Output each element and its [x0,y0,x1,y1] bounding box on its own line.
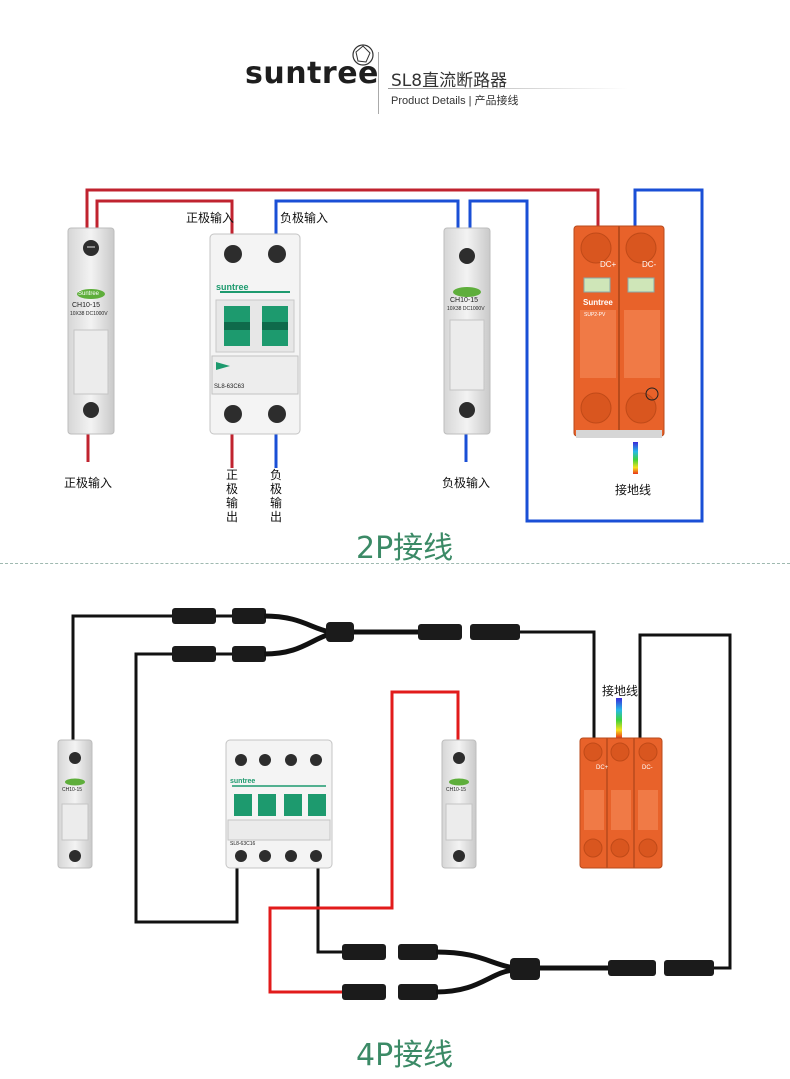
spd-dc-minus-2p: DC- [642,260,657,269]
breaker-brand-2p: suntree [216,282,249,292]
fuse-right-model-4p: CH10-15 [446,787,467,793]
spd-dc-minus-4p: DC- [642,765,653,771]
brand-logo-icon [352,44,374,66]
ground-wire-2p [633,442,638,474]
section-title-4p: 4P接线 [356,1038,454,1073]
breaker-brand-4p: suntree [230,778,256,785]
label-positive-input-top: 正极输入 [186,211,235,225]
surge-protector-4p [579,737,663,869]
breaker-model-2p: SL8-63C63 [214,384,245,390]
fuse-right-spec: 10X38 DC1000V [447,306,485,312]
ground-wire-4p [616,698,622,738]
fuse-holder-right-4p [441,739,477,869]
label-negative-input-bottom: 负极输入 [442,476,491,490]
dc-breaker-4p [225,739,333,869]
spd-dc-plus-4p: DC+ [596,765,609,771]
label-positive-output: 正极输出 [225,468,238,524]
section-divider [0,563,790,564]
fuse-left-model-4p: CH10-15 [62,787,83,793]
mc4-branch-connector-top [172,608,520,662]
label-negative-output: 负极输出 [269,468,282,524]
spd-dc-plus-2p: DC+ [600,260,617,269]
header-separator [378,52,379,114]
fuse-left-brand: Suntree [78,291,100,297]
label-ground-4p: 接地线 [602,684,639,698]
fuse-holder-left-2p [67,227,115,435]
fuse-holder-left-4p [57,739,93,869]
red-wire-4p [268,690,460,994]
section-title-2p: 2P接线 [356,531,454,566]
label-negative-input-top: 负极输入 [280,211,329,225]
fuse-left-spec: 10X38 DC1000V [70,311,108,317]
product-name: SL8直流断路器 [391,71,508,91]
spd-brand-2p: Suntree [583,298,613,307]
header-underline [388,88,628,89]
fuse-holder-right-2p [443,227,491,435]
dc-breaker-2p [209,233,301,435]
label-positive-input-bottom: 正极输入 [64,476,113,490]
fuse-left-model: CH10-15 [72,302,101,309]
surge-protector-2p [573,225,665,438]
label-ground-2p: 接地线 [615,483,652,497]
spd-model-2p: SUP2-PV [584,312,606,318]
mc4-branch-connector-bottom [342,944,714,1000]
product-details-subtitle: Product Details | 产品接线 [391,95,519,107]
positive-wire-2p [85,188,600,235]
breaker-model-4p: SL8-63C16 [230,841,256,847]
fuse-right-model: CH10-15 [450,297,479,304]
negative-wire-2p [274,188,704,523]
positive-out-wire-2p [86,432,234,468]
